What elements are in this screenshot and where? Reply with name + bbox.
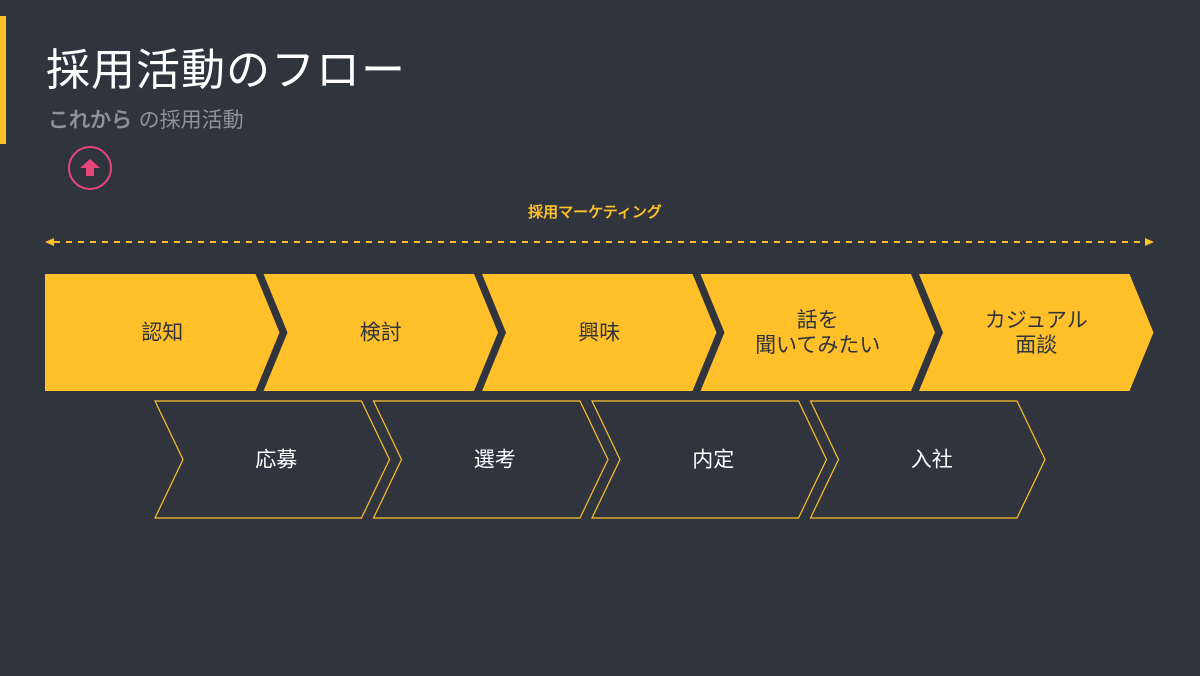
upper-step-chevron xyxy=(482,274,717,391)
arrow-right-head xyxy=(1145,238,1154,246)
accent-bar xyxy=(0,16,6,144)
upper-step-chevron xyxy=(700,274,935,391)
scroll-up-button[interactable] xyxy=(68,146,112,190)
upper-step-chevron xyxy=(919,274,1154,391)
subtitle-emphasis: これから xyxy=(48,108,132,132)
upper-step-label: 認知 xyxy=(141,320,184,344)
page-subtitle: これから の採用活動 xyxy=(48,104,244,134)
upper-step-label: 検討 xyxy=(359,320,402,344)
lower-step-chevron xyxy=(372,400,609,519)
upper-step-chevron xyxy=(45,274,280,391)
upper-step-label: カジュアル 面談 xyxy=(984,307,1088,357)
arrow-left-head xyxy=(45,238,54,246)
upper-step-label: 興味 xyxy=(578,320,621,344)
subtitle-text: の採用活動 xyxy=(132,108,244,132)
lower-step-chevron xyxy=(154,400,391,519)
marketing-label: 採用マーケティング xyxy=(528,203,662,221)
upper-step-chevron xyxy=(263,274,498,391)
page-title: 採用活動のフロー xyxy=(46,45,406,96)
lower-step-label: 入社 xyxy=(910,447,953,471)
lower-step-label: 応募 xyxy=(255,447,298,471)
lower-step-chevron xyxy=(591,400,828,519)
upper-step-label: 話を 聞いてみたい xyxy=(755,307,881,357)
lower-step-label: 内定 xyxy=(692,447,735,471)
lower-step-label: 選考 xyxy=(473,447,516,471)
lower-step-chevron xyxy=(809,400,1046,519)
up-arrow-icon xyxy=(80,159,100,176)
